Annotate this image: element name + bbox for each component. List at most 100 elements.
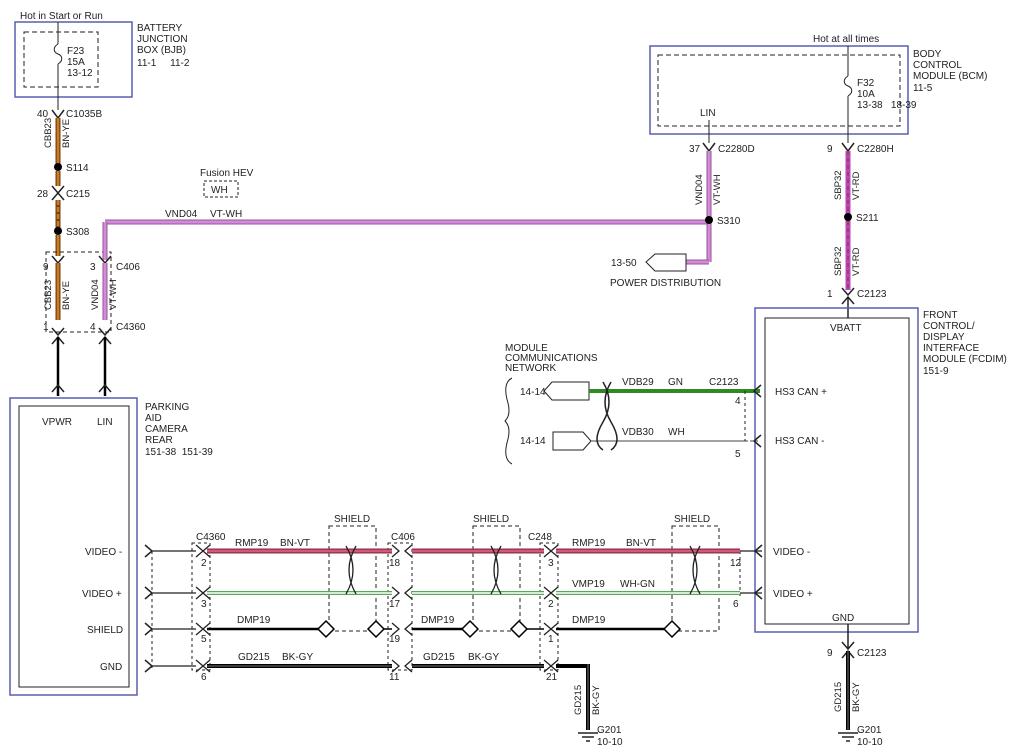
bjb-name-2: JUNCTION — [137, 34, 188, 45]
c406-pin3: 3 — [90, 262, 96, 273]
vpwr-wire: 40 C1035B CBB23 BN-YE S114 28 C215 S308 … — [37, 109, 112, 396]
vdb30-label: VDB30 — [622, 427, 654, 438]
bjb-fuse: F23 — [67, 46, 85, 57]
fcdim-name-3: DISPLAY — [923, 332, 965, 343]
lin-wire: VND04 VT-WH Fusion HEV WH 3 C406 VND04 V… — [90, 168, 707, 396]
parking-aid-camera: VPWR LIN VIDEO - VIDEO + SHIELD GND PARK… — [9, 397, 213, 696]
splice-s310-dot — [705, 216, 713, 224]
pin-c248-1: 1 — [548, 634, 554, 645]
pin-c4360-6: 6 — [201, 672, 207, 683]
power-dist-label: POWER DISTRIBUTION — [610, 278, 721, 289]
shield-drain-icon-5 — [662, 619, 682, 639]
c1035b-label: C1035B — [66, 109, 102, 120]
bcm-fuse: F32 — [857, 78, 875, 89]
bcm-name-3: MODULE (BCM) — [913, 71, 987, 82]
bjb-name-1: BATTERY — [137, 23, 183, 34]
camera-name-3: CAMERA — [145, 424, 188, 435]
bk-gy-label-2: BK-GY — [468, 652, 499, 663]
pin-c406-19: 19 — [389, 634, 401, 645]
bcm-name-2: CONTROL — [913, 60, 962, 71]
s310-label: S310 — [717, 216, 741, 227]
pin-c406-11: 11 — [389, 672, 400, 683]
s211-label: S211 — [856, 213, 879, 224]
camera-name-2: AID — [145, 413, 162, 424]
shield-drain-icon-2 — [366, 619, 386, 639]
splice-s211-dot — [844, 213, 852, 221]
fcdim-vbatt: VBATT — [830, 323, 861, 334]
fcdim-module: VBATT HS3 CAN + HS3 CAN - VIDEO - VIDEO … — [754, 307, 1007, 633]
bcm-fuse-page: 13-38 18-39 — [857, 100, 917, 111]
pin-c248-2: 2 — [548, 599, 554, 610]
vmp19-label: VMP19 — [572, 579, 605, 590]
fcdim-name-4: INTERFACE — [923, 343, 979, 354]
twisted-pair-icon-1 — [345, 545, 357, 595]
fcdim-page: 151-9 — [923, 366, 949, 377]
camera-lin: LIN — [97, 417, 113, 428]
fcdim-ground: 9 C2123 GD215 BK-GY G201 10-10 — [827, 624, 887, 748]
can-bus: MODULE COMMUNICATIONS NETWORK 14-14 14-1… — [504, 343, 762, 465]
cbb23-label-mid: CBB23 — [43, 280, 54, 310]
vdb29-label: VDB29 — [622, 377, 654, 388]
c1035b-pin: 40 — [37, 109, 49, 120]
fcdim-video-minus: VIDEO - — [773, 547, 810, 558]
shield-drain-icon-1 — [316, 619, 336, 639]
pin-c406-17: 17 — [389, 599, 401, 610]
fusion-hev-wh: WH — [211, 185, 228, 196]
vt-wh-label-bcm: VT-WH — [712, 174, 723, 205]
bn-ye-label-top: BN-YE — [61, 119, 72, 148]
video-harness: SHIELD SHIELD SHIELD — [144, 514, 763, 748]
bn-vt-label-1: BN-VT — [280, 538, 310, 549]
gd215-label-1: GD215 — [238, 652, 270, 663]
power-dist-page: 13-50 — [611, 258, 637, 269]
bcm-lin-wire: 37 C2280D VND04 VT-WH S310 13-50 POWER D… — [610, 142, 755, 289]
camera-gnd: GND — [100, 662, 122, 673]
c4360-low-label: C4360 — [196, 532, 226, 543]
pin-c248-21: 21 — [546, 672, 558, 683]
c406-low-label: C406 — [391, 532, 415, 543]
splice-s114-dot — [54, 163, 62, 171]
s308-label: S308 — [66, 227, 90, 238]
g201-label-1: G201 — [597, 725, 622, 736]
twisted-pair-icon — [596, 381, 618, 451]
dmp19-label-3: DMP19 — [572, 615, 606, 626]
splice-s308-dot — [54, 227, 62, 235]
bk-gy-label-v1: BK-GY — [591, 685, 602, 715]
c215-pin: 28 — [37, 189, 49, 200]
fcdim-video-plus: VIDEO + — [773, 589, 813, 600]
can-pin5: 5 — [735, 449, 741, 460]
bcm-lin-pin: LIN — [700, 108, 716, 119]
can-plus-connector-icon — [543, 381, 590, 401]
vnd04-label-v: VND04 — [90, 279, 101, 310]
camera-vpwr: VPWR — [42, 417, 72, 428]
fcdim-name-2: CONTROL/ — [923, 321, 975, 332]
camera-name-1: PARKING — [145, 402, 189, 413]
bcm-page: 11-5 — [913, 83, 933, 94]
body-control-module: Hot at all times F32 10A 13-38 18-39 LIN… — [649, 34, 987, 143]
bcm-name-1: BODY — [913, 49, 942, 60]
gd215-label-v1: GD215 — [573, 685, 584, 715]
shield-drain-icon-3 — [460, 619, 480, 639]
pin-fcdim-6: 6 — [733, 599, 739, 610]
bn-vt-label-2: BN-VT — [626, 538, 656, 549]
fcdim-gnd: GND — [832, 613, 854, 624]
c4360-label-top: C4360 — [116, 322, 146, 333]
sbp32-label-2: SBP32 — [833, 246, 844, 276]
gd215-label-v2: GD215 — [833, 682, 844, 712]
c2123-can-label: C2123 — [709, 377, 739, 388]
can-minus-connector-icon — [552, 431, 592, 451]
fcdim-hs3-plus: HS3 CAN + — [775, 387, 827, 398]
bjb-fuse-rating: 15A — [67, 57, 85, 68]
bk-gy-label-1: BK-GY — [282, 652, 313, 663]
fusion-hev-label: Fusion HEV — [200, 168, 254, 179]
vt-rd-label-2: VT-RD — [851, 247, 862, 276]
mcn-page-2: 14-14 — [520, 436, 546, 447]
rmp19-label-2: RMP19 — [572, 538, 606, 549]
dmp19-label-2: DMP19 — [421, 615, 455, 626]
fcdim-name-5: MODULE (FCDIM) — [923, 354, 1007, 365]
g201-label-2: G201 — [857, 725, 882, 736]
camera-name-4: REAR — [145, 435, 173, 446]
gn-label: GN — [668, 377, 683, 388]
shield-drain-icon-4 — [509, 619, 529, 639]
mcn-label-1: MODULE — [505, 343, 548, 354]
